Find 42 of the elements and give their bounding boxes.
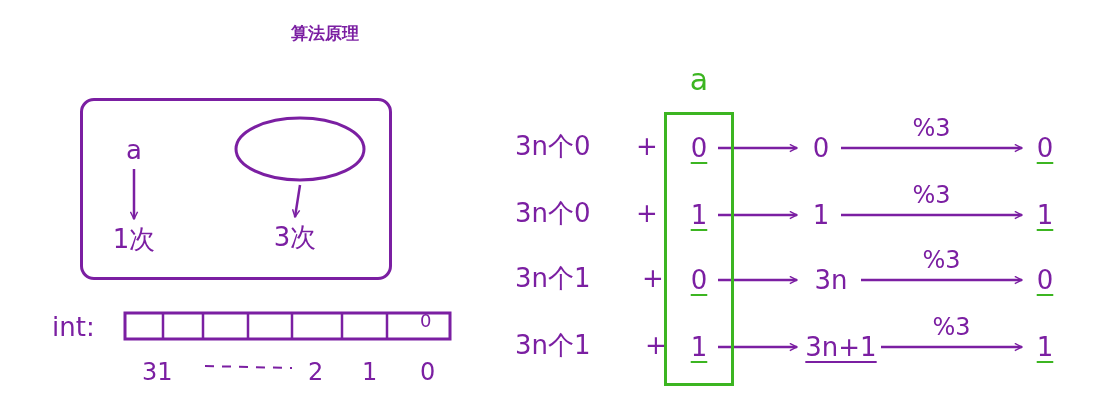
sum-value: 0 — [805, 132, 837, 164]
arrow — [291, 184, 302, 218]
arrow — [718, 342, 798, 352]
plus-sign: + — [642, 265, 664, 291]
result-value: 0 — [1030, 264, 1060, 296]
plus-sign: + — [645, 332, 667, 358]
arrow — [841, 143, 1023, 153]
title: 算法原理 — [290, 22, 360, 45]
row-expression: 3n个1 — [515, 265, 591, 291]
bit-value: 0 — [684, 264, 714, 296]
handwritten-text: 3次 — [262, 220, 328, 254]
bit-value: 1 — [684, 331, 714, 363]
plus-sign: + — [636, 133, 658, 159]
result-value: 1 — [1030, 199, 1060, 231]
handwritten-text: 1次 — [100, 222, 168, 256]
row-expression: 3n个0 — [515, 200, 591, 226]
arrow — [841, 210, 1023, 220]
arrow — [718, 210, 798, 220]
bit-index: 2 — [308, 360, 324, 384]
column-heading: a — [688, 61, 710, 99]
sum-value: 3n — [805, 264, 857, 296]
row-expression: 3n个0 — [515, 133, 591, 159]
row-expression: 3n个1 — [515, 332, 591, 358]
bit-index: 1 — [362, 360, 378, 384]
bit-index: 0 — [420, 360, 436, 384]
arrow — [861, 275, 1023, 285]
result-value: 1 — [1030, 331, 1060, 363]
sum-value: 1 — [805, 199, 837, 231]
plus-sign: + — [636, 200, 658, 226]
arrow — [129, 169, 139, 220]
result-value: 0 — [1030, 132, 1060, 164]
arrow — [718, 143, 798, 153]
handwritten-text: a — [120, 134, 148, 166]
sum-value: 3n+1 — [805, 331, 877, 363]
bit-cell-label: 0 — [420, 312, 432, 330]
frame-box — [80, 98, 392, 280]
bit-index: 31 — [142, 360, 173, 384]
bit-value: 0 — [684, 132, 714, 164]
bit-value: 1 — [684, 199, 714, 231]
arrow — [718, 275, 798, 285]
arrow — [881, 342, 1023, 352]
int-label: int: — [52, 314, 95, 340]
